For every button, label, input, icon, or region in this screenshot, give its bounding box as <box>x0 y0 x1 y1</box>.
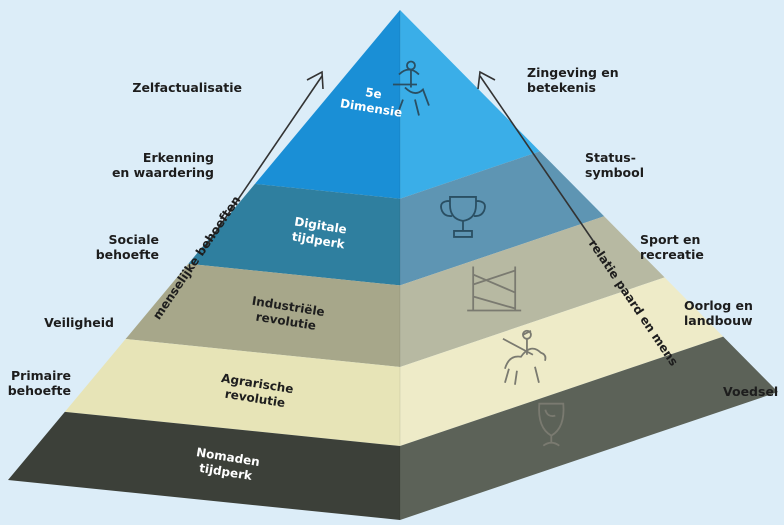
right-label-2: Sport en recreatie <box>640 232 704 262</box>
left-label-0: Zelfactualisatie <box>132 80 242 95</box>
layer-3-left-face <box>64 339 400 447</box>
layer-4-right-face <box>400 336 778 520</box>
layer-3-right-face <box>400 277 724 447</box>
layer-1-right-face <box>400 151 605 286</box>
left-arrow-line <box>204 75 323 249</box>
pyramid-layers <box>8 10 778 520</box>
left-label-3: Veiligheid <box>44 315 114 330</box>
layer-0-right-face <box>400 10 540 199</box>
layer-0-left-face <box>254 10 400 199</box>
pyramid-icons <box>392 60 565 447</box>
right-label-1: Status- symbool <box>585 150 645 180</box>
layer-2-left-face <box>125 263 400 367</box>
right-label-0: Zingeving en betekenis <box>527 65 619 95</box>
trophy-icon <box>440 196 486 238</box>
left-arrow-head <box>306 70 324 90</box>
layer-2-right-face <box>400 216 665 367</box>
knight-on-horse-icon <box>502 329 547 385</box>
left-label-4: Primaire behoefte <box>7 368 71 398</box>
right-label-4: Voedsel <box>723 384 779 399</box>
left-label-2: Sociale behoefte <box>95 232 159 262</box>
layer-1-left-face <box>188 183 400 286</box>
right-arrow-line <box>479 75 597 246</box>
right-label-3: Oorlog en landbouw <box>684 298 753 328</box>
left-label-1: Erkenning en waardering <box>111 150 214 180</box>
right-arrow-head <box>477 70 496 90</box>
drinking-horn-icon <box>538 402 565 447</box>
jump-fence-icon <box>467 266 522 312</box>
layer-4-left-face <box>8 411 400 520</box>
centaur-archer-icon <box>392 60 430 116</box>
